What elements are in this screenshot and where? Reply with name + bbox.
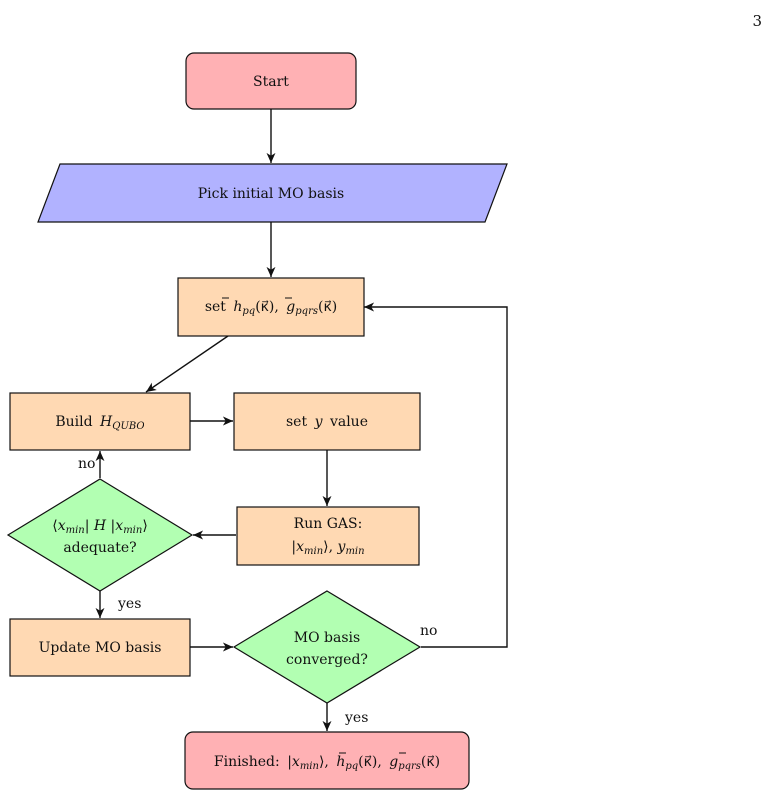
pick-basis-label: Pick initial MO basis (198, 186, 344, 202)
build-hqubo-label: Build HQUBO (55, 414, 144, 432)
update-basis-label: Update MO basis (39, 640, 162, 656)
node-update-basis: Update MO basis (9, 618, 191, 677)
converged-line1: MO basis (294, 630, 360, 646)
finished-label: Finished: |xmin⟩, hpq(κ⃗), gpqrs(κ⃗) (214, 754, 440, 772)
node-set-y: set y value (233, 392, 421, 451)
g-bar: g (286, 299, 295, 315)
node-converged: MO basis converged? (232, 590, 422, 704)
set-params-label: set hpq(κ⃗), gpqrs(κ⃗) (205, 299, 337, 317)
edge-label-adequate-yes: yes (117, 596, 141, 612)
converged-line2: converged? (286, 652, 368, 668)
node-build-hqubo: Build HQUBO (9, 392, 191, 451)
node-set-params: set hpq(κ⃗), gpqrs(κ⃗) (177, 277, 365, 337)
edge-converged-no-loop (364, 302, 508, 648)
start-label: Start (253, 74, 289, 90)
h-bar: h (233, 299, 242, 315)
edges (95, 109, 508, 731)
node-start: Start (185, 52, 357, 110)
edge-label-adequate-no: no (78, 456, 95, 472)
node-run-gas: Run GAS: |xmin⟩, ymin (236, 506, 420, 566)
page-number: 3 (752, 12, 762, 30)
node-finished: Finished: |xmin⟩, hpq(κ⃗), gpqrs(κ⃗) (184, 731, 470, 790)
set-y-label: set y value (286, 414, 368, 430)
node-pick-basis: Pick initial MO basis (37, 163, 508, 223)
edge-set-to-build (145, 335, 229, 393)
node-adequate: ⟨xmin| H |xmin⟩ adequate? (6, 478, 194, 592)
run-gas-line1: Run GAS: (294, 516, 363, 532)
edge-label-converged-no: no (420, 623, 437, 639)
adequate-line2: adequate? (63, 540, 136, 556)
edge-label-converged-yes: yes (344, 710, 368, 726)
